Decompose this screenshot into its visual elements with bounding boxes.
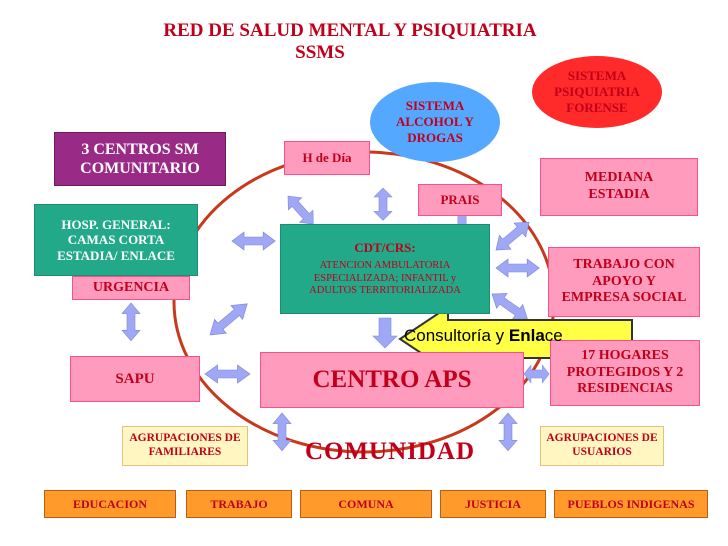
- node-sapu: SAPU: [70, 356, 200, 402]
- arrow-familiares-comunidad: [272, 412, 292, 452]
- footer-trabajo: TRABAJO: [186, 490, 292, 518]
- arrow-cdt-mediana: [489, 215, 536, 258]
- node-urgencia: URGENCIA: [72, 276, 190, 300]
- node-h-dia: H de Día: [284, 141, 370, 175]
- node-prais: PRAIS: [418, 184, 502, 216]
- arrow-cdt-aps-down: [372, 317, 398, 349]
- footer-comuna: COMUNA: [300, 490, 432, 518]
- node-trabajo-apoyo: TRABAJO CON APOYO Y EMPRESA SOCIAL: [548, 247, 700, 317]
- arrow-hosp-aps: [203, 296, 254, 343]
- footer-educacion: EDUCACION: [44, 490, 176, 518]
- node-agrupaciones-familiares: AGRUPACIONES DE FAMILIARES: [122, 426, 248, 466]
- cdt-body: ATENCION AMBULATORIA ESPECIALIZADA; INFA…: [309, 259, 461, 297]
- arrow-alcohol-cdt: [373, 187, 393, 221]
- footer-pueblos-indigenas: PUEBLOS INDIGENAS: [554, 490, 708, 518]
- consultoria-enlace-callout: Consultoría y Enlace: [404, 326, 563, 345]
- footer-justicia: JUSTICIA: [440, 490, 546, 518]
- arrow-urgencia-sapu: [121, 302, 141, 342]
- arrow-hosp-cdt: [231, 231, 276, 251]
- node-sistema-forense: SISTEMA PSIQUIATRIA FORENSE: [532, 56, 662, 128]
- diagram-title: RED DE SALUD MENTAL Y PSIQUIATRIA SSMS: [90, 20, 610, 64]
- node-centros-sm: 3 CENTROS SM COMUNITARIO: [54, 132, 226, 186]
- node-agrupaciones-usuarios: AGRUPACIONES DE USUARIOS: [540, 426, 664, 466]
- title-line-1: RED DE SALUD MENTAL Y PSIQUIATRIA: [163, 20, 537, 41]
- cdt-title: CDT/CRS:: [354, 240, 416, 256]
- node-hogares: 17 HOGARES PROTEGIDOS Y 2 RESIDENCIAS: [550, 340, 700, 406]
- node-hosp-general: HOSP. GENERAL: CAMAS CORTA ESTADIA/ ENLA…: [34, 204, 198, 276]
- arrow-sapu-aps: [204, 364, 251, 384]
- node-centro-aps: CENTRO APS: [260, 352, 524, 408]
- node-cdt-crs: CDT/CRS: ATENCION AMBULATORIA ESPECIALIZ…: [280, 224, 490, 314]
- arrow-usuarios-comunidad: [498, 412, 518, 452]
- title-line-2: SSMS: [295, 42, 345, 63]
- node-sistema-alcohol: SISTEMA ALCOHOL Y DROGAS: [370, 82, 500, 162]
- node-mediana-estadia: MEDIANA ESTADIA: [540, 158, 698, 216]
- node-comunidad: COMUNIDAD: [304, 438, 476, 465]
- arrow-cdt-trabajo: [495, 258, 540, 278]
